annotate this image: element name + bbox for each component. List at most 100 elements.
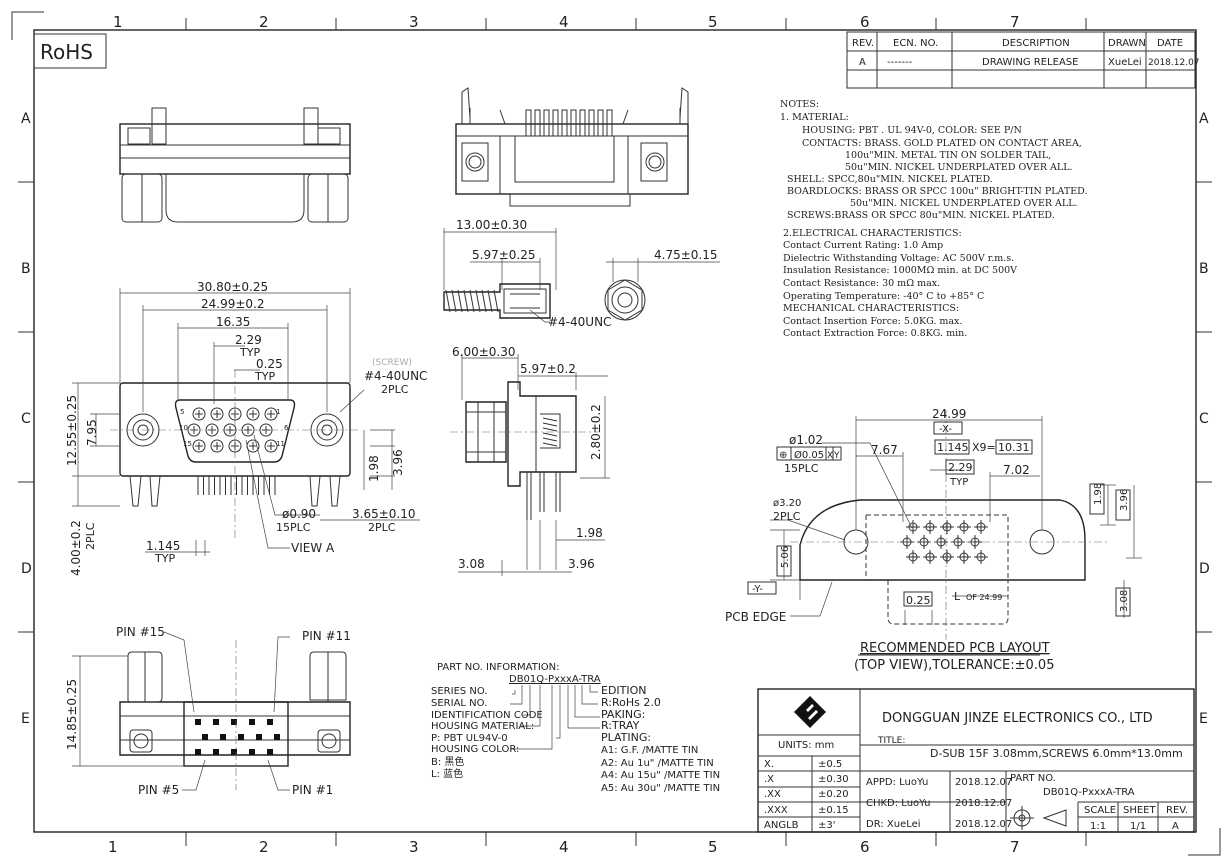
svg-text:BOARDLOCKS: BRASS OR SPCC 100u: BOARDLOCKS: BRASS OR SPCC 100u" BRIGHT-T… (787, 186, 1087, 197)
svg-text:3: 3 (409, 13, 419, 31)
svg-text:PAKING:: PAKING: (601, 708, 645, 721)
svg-text:1.98: 1.98 (367, 455, 381, 482)
svg-text:PIN #15: PIN #15 (116, 625, 165, 639)
svg-text:X.: X. (764, 759, 774, 770)
svg-text:B: B (1199, 261, 1209, 277)
svg-text:NOTES:: NOTES: (780, 99, 819, 110)
svg-text:±3': ±3' (818, 820, 836, 831)
svg-text:5.97±0.25: 5.97±0.25 (472, 248, 536, 262)
svg-text:Contact Extraction Force: 0.8: Contact Extraction Force: 0.8KG. min. (783, 328, 967, 339)
svg-text:C: C (1199, 411, 1209, 427)
svg-text:D-SUB 15F 3.08mm,SCREWS 6.0mm*: D-SUB 15F 3.08mm,SCREWS 6.0mm*13.0mm (930, 747, 1183, 760)
svg-text:100u"MIN. METAL TIN ON SOLDER: 100u"MIN. METAL TIN ON SOLDER TAIL, (845, 150, 1051, 161)
svg-text:50u"MIN. NICKEL UNDERPLATED OV: 50u"MIN. NICKEL UNDERPLATED OVER ALL. (850, 198, 1078, 209)
svg-text:ø3.20: ø3.20 (773, 498, 801, 509)
svg-text:30.80±0.25: 30.80±0.25 (197, 280, 268, 294)
svg-text:7: 7 (1010, 838, 1020, 856)
contact-hole (264, 407, 278, 421)
svg-text:D: D (21, 561, 32, 577)
company-logo (794, 696, 826, 728)
svg-text:6: 6 (284, 424, 289, 432)
svg-text:X: X (827, 451, 833, 461)
svg-text:TYP: TYP (254, 370, 275, 383)
contact-tail (231, 749, 237, 755)
svg-text:2: 2 (259, 838, 269, 856)
svg-text:±0.5: ±0.5 (818, 759, 842, 770)
svg-text:OF 24.99: OF 24.99 (966, 593, 1002, 602)
svg-text:PIN #11: PIN #11 (302, 629, 351, 643)
svg-text:3.65±0.10: 3.65±0.10 (352, 507, 416, 521)
svg-text:PCB EDGE: PCB EDGE (725, 610, 786, 624)
rohs-mark: RoHS (40, 40, 93, 64)
svg-text:MECHANICAL CHARACTERISTICS:: MECHANICAL CHARACTERISTICS: (783, 303, 959, 314)
svg-text:6.00±0.30: 6.00±0.30 (452, 345, 516, 359)
svg-text:1: 1 (276, 408, 280, 416)
svg-text:5: 5 (180, 408, 184, 416)
svg-text:7.95: 7.95 (85, 419, 99, 446)
svg-text:(SCREW): (SCREW) (372, 358, 412, 368)
svg-text:3.96: 3.96 (391, 449, 405, 476)
contact-hole (210, 439, 224, 453)
svg-text:2PLC: 2PLC (381, 383, 409, 396)
svg-text:-Y-: -Y- (752, 584, 763, 595)
svg-text:SHEET: SHEET (1123, 805, 1157, 816)
contact-tail (220, 734, 226, 740)
svg-text:12.55±0.25: 12.55±0.25 (65, 395, 79, 466)
svg-text:A1: G.F. /MATTE TIN: A1: G.F. /MATTE TIN (601, 745, 698, 756)
contact-tail (267, 749, 273, 755)
svg-text:XueLei: XueLei (1108, 57, 1142, 68)
part-number-information: PART NO. INFORMATION: DB01Q-PxxxA-TRA SE… (431, 662, 720, 794)
pcb-hole (923, 550, 937, 564)
svg-text:DR: XueLei: DR: XueLei (866, 819, 921, 830)
svg-text:4: 4 (559, 13, 569, 31)
svg-text:TYP: TYP (154, 552, 175, 565)
svg-text:ø1.02: ø1.02 (789, 433, 823, 447)
svg-text:A: A (1199, 111, 1209, 127)
svg-text:Contact Insertion Force: 5.0K: Contact Insertion Force: 5.0KG. max. (783, 316, 962, 327)
svg-text:7: 7 (1010, 13, 1020, 31)
svg-text:L: L (954, 590, 961, 603)
svg-text:14.85±0.25: 14.85±0.25 (65, 679, 79, 750)
drawing-border (33, 29, 1197, 833)
svg-text:EDITION: EDITION (601, 684, 647, 697)
contact-tail (238, 734, 244, 740)
svg-text:5: 5 (708, 13, 718, 31)
svg-text:DRAWN: DRAWN (1108, 38, 1146, 49)
svg-text:.X: .X (764, 774, 774, 785)
svg-text:1: 1 (108, 838, 118, 856)
contact-hole (210, 407, 224, 421)
svg-text:-------: ------- (887, 57, 913, 68)
contact-tail (202, 734, 208, 740)
svg-text:1.145: 1.145 (146, 539, 180, 553)
svg-text:DRAWING RELEASE: DRAWING RELEASE (982, 57, 1078, 68)
contact-hole (246, 407, 260, 421)
svg-text:TYP: TYP (239, 346, 260, 359)
svg-text:A: A (859, 57, 866, 68)
pcb-hole (906, 520, 920, 534)
svg-text:15PLC: 15PLC (784, 462, 819, 475)
svg-text:2018.12.07: 2018.12.07 (1148, 58, 1200, 68)
contact-hole (192, 407, 206, 421)
grid-rows-right: A B C D E (1199, 111, 1210, 727)
svg-text:1.98: 1.98 (1093, 483, 1104, 505)
svg-text:VIEW A: VIEW A (291, 541, 335, 555)
svg-text:-X-: -X- (939, 424, 952, 435)
svg-text:IDENTIFICATION CODE: IDENTIFICATION CODE (431, 710, 543, 721)
svg-text:11: 11 (276, 440, 285, 448)
svg-text:2.29: 2.29 (948, 461, 973, 474)
svg-text:50u"MIN. NICKEL UNDERPLATED OV: 50u"MIN. NICKEL UNDERPLATED OVER ALL. (845, 162, 1073, 173)
top-view (119, 107, 351, 223)
svg-text:CONTACTS: BRASS. GOLD PLATED: CONTACTS: BRASS. GOLD PLATED ON CONTACT … (802, 138, 1082, 149)
svg-text:2PLC: 2PLC (84, 522, 97, 550)
svg-text:2.ELECTRICAL CHARACTERISTICS:: 2.ELECTRICAL CHARACTERISTICS: (783, 228, 962, 239)
svg-text:5: 5 (708, 838, 718, 856)
svg-text:#4-40UNC: #4-40UNC (548, 315, 611, 329)
svg-text:Operating Temperature: -40° C: Operating Temperature: -40° C to +85° C (783, 291, 984, 302)
revision-table: REV. ECN. NO. DESCRIPTION DRAWN DATE A -… (846, 31, 1200, 89)
svg-text:SCREWS:BRASS OR SPCC 80u"MIN.: SCREWS:BRASS OR SPCC 80u"MIN. NICKEL PLA… (787, 210, 1055, 221)
svg-text:2: 2 (259, 13, 269, 31)
svg-text:DATE: DATE (1157, 38, 1183, 49)
svg-text:3.08: 3.08 (458, 557, 485, 571)
svg-text:7.67: 7.67 (871, 443, 898, 457)
